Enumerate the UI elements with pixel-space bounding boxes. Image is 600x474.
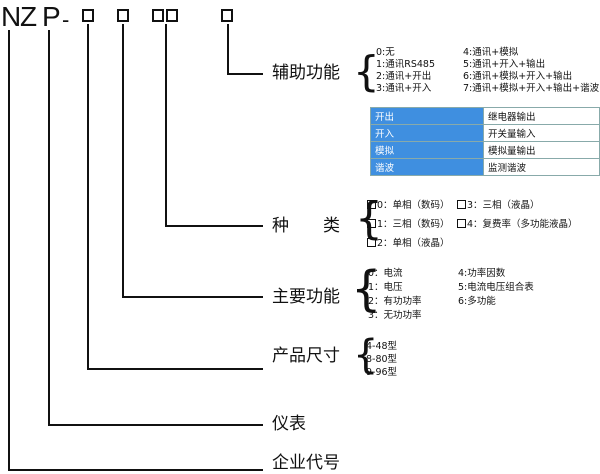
type-option-1-label: 1：三相（数码） (377, 219, 450, 230)
aux-title: 辅助功能 (272, 63, 340, 83)
type-option-0-label: 0：单相（数码） (377, 200, 450, 211)
legend-key: 开出 (370, 107, 484, 125)
main-option-0: 0：电流 (368, 268, 403, 279)
connector-company-vertical (8, 30, 10, 471)
aux-legend-table: 开出 继电器输出 开入 开关量输入 模拟 模拟量输出 谐波 监测谐波 (370, 107, 600, 176)
size-title: 产品尺寸 (272, 346, 340, 366)
aux-option-1: 1:通讯RS485 (376, 59, 436, 70)
main-option-6: 6:多功能 (458, 296, 496, 307)
type-option-3-label: 3：三相（液晶） (467, 200, 540, 211)
main-brace: { (351, 261, 382, 317)
code-letter-z: Z (20, 1, 38, 32)
aux-brace: { (353, 47, 380, 96)
code-dash: - (62, 7, 70, 32)
aux-option-6: 6:通讯+模拟+开入+输出 (463, 71, 573, 82)
option-checkbox-icon (367, 219, 376, 228)
legend-key: 开入 (370, 124, 484, 142)
type-option-1: 1：三相（数码） (367, 219, 450, 231)
legend-value: 继电器输出 (483, 107, 600, 125)
main-options-right: 4:功率因数 5:电流电压组合表 6:多功能 (458, 267, 534, 309)
aux-options-left: 0:无 1:通讯RS485 2:通讯+开出 3:通讯+开入 (376, 47, 435, 95)
main-option-4: 4:功率因数 (458, 268, 506, 279)
main-options-left: 0：电流 1：电压 2：有功功率 3：无功功率 (368, 267, 422, 323)
size-option-4: 4-48型 (366, 341, 398, 352)
code-box-main (117, 9, 129, 22)
connector-instrument-vertical (48, 30, 50, 426)
type-option-4: 4：复费率（多功能液晶） (457, 219, 578, 231)
option-checkbox-icon (367, 238, 376, 247)
type-option-2-label: 2：单相（液晶） (377, 238, 450, 249)
main-option-5: 5:电流电压组合表 (458, 282, 534, 293)
option-checkbox-icon (457, 219, 466, 228)
size-option-8: 8-80型 (366, 354, 398, 365)
connector-company-horizontal (8, 469, 263, 471)
main-option-1: 1：电压 (368, 282, 403, 293)
type-option-3: 3：三相（液晶） (457, 200, 540, 212)
type-option-0: 0：单相（数码） (367, 200, 450, 212)
type-option-2: 2：单相（液晶） (367, 238, 450, 250)
main-option-3: 3：无功功率 (368, 310, 422, 321)
legend-value: 模拟量输出 (483, 141, 600, 159)
aux-option-2: 2:通讯+开出 (376, 71, 432, 82)
option-checkbox-icon (367, 200, 376, 209)
aux-option-0: 0:无 (376, 47, 395, 58)
connector-main-vertical (122, 24, 124, 298)
type-option-4-label: 4：复费率（多功能液晶） (467, 219, 578, 230)
connector-size-vertical (87, 24, 89, 370)
size-options: 4-48型 8-80型 9-96型 (366, 340, 397, 379)
aux-option-3: 3:通讯+开入 (376, 83, 432, 94)
legend-value: 监测谐波 (483, 158, 600, 176)
size-option-9: 9-96型 (366, 367, 398, 378)
legend-row: 开入 开关量输入 (370, 124, 600, 142)
aux-option-5: 5:通讯+开入+输出 (463, 59, 546, 70)
connector-main-horizontal (122, 296, 263, 298)
legend-row: 模拟 模拟量输出 (370, 141, 600, 159)
code-letter-n: N (1, 1, 22, 32)
legend-key: 谐波 (370, 158, 484, 176)
aux-option-4: 4:通讯+模拟 (463, 47, 519, 58)
code-box-size (82, 9, 94, 22)
type-brace: { (355, 193, 383, 244)
type-title: 种 类 (272, 216, 340, 236)
size-brace: { (353, 332, 379, 378)
connector-type-vertical (165, 24, 167, 227)
aux-option-7: 7:通讯+模拟+开入+输出+谐波 (463, 83, 600, 94)
main-option-2: 2：有功功率 (368, 296, 422, 307)
legend-row: 谐波 监测谐波 (370, 158, 600, 176)
connector-aux-horizontal (227, 73, 263, 75)
aux-options-right: 4:通讯+模拟 5:通讯+开入+输出 6:通讯+模拟+开入+输出 7:通讯+模拟… (463, 47, 599, 95)
main-title: 主要功能 (272, 287, 340, 307)
legend-key: 模拟 (370, 141, 484, 159)
code-box-type-2 (166, 9, 178, 22)
company-title: 企业代号 (272, 453, 340, 473)
connector-type-horizontal (165, 225, 263, 227)
connector-instrument-horizontal (48, 424, 263, 426)
code-box-aux (221, 9, 233, 22)
legend-row: 开出 继电器输出 (370, 107, 600, 125)
code-letter-p: P (42, 1, 61, 32)
connector-aux-vertical (227, 24, 229, 75)
connector-size-horizontal (87, 368, 263, 370)
legend-value: 开关量输入 (483, 124, 600, 142)
option-checkbox-icon (457, 200, 466, 209)
code-box-type-1 (152, 9, 164, 22)
instrument-title: 仪表 (272, 414, 306, 434)
